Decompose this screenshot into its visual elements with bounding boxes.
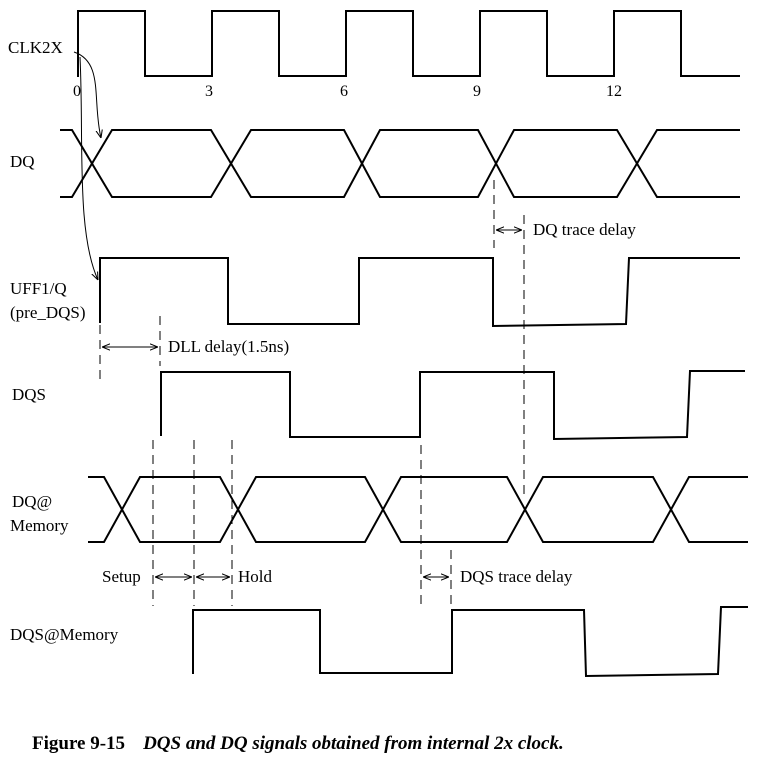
tick-12: 12	[606, 83, 622, 100]
pre-dqs-label: (pre_DQS)	[10, 303, 86, 322]
clk-to-dq-arrow	[73, 51, 101, 138]
dq-memory-label-2: Memory	[10, 516, 69, 535]
dqs-waveform	[160, 370, 745, 441]
dqs-memory-label: DQS@Memory	[10, 625, 119, 644]
clk-to-uff1-arrow	[79, 56, 98, 280]
dq-memory-waveform	[88, 476, 748, 543]
figure-caption: Figure 9-15 DQS and DQ signals obtained …	[32, 733, 564, 754]
uff1-label: UFF1/Q	[10, 279, 67, 298]
clk2x-waveform	[77, 10, 740, 77]
dqs-memory-waveform	[192, 606, 748, 678]
tick-6: 6	[340, 83, 348, 100]
tick-3: 3	[205, 83, 213, 100]
dq-label: DQ	[10, 152, 35, 171]
figure-title: DQS and DQ signals obtained from interna…	[142, 733, 564, 754]
dqs-label: DQS	[12, 385, 46, 404]
dq-waveform	[60, 129, 740, 198]
dll-delay-label: DLL delay(1.5ns)	[168, 337, 289, 356]
dq-trace-delay-label: DQ trace delay	[533, 220, 636, 239]
tick-0: 0	[73, 83, 81, 100]
dqs-trace-delay-label: DQS trace delay	[460, 567, 573, 586]
tick-9: 9	[473, 83, 481, 100]
figure-number: Figure 9-15	[32, 733, 125, 754]
uff1-waveform	[99, 257, 740, 328]
setup-label: Setup	[102, 567, 141, 586]
clk2x-label: CLK2X	[8, 38, 63, 57]
hold-label: Hold	[238, 567, 273, 586]
dq-memory-label-1: DQ@	[12, 492, 52, 511]
